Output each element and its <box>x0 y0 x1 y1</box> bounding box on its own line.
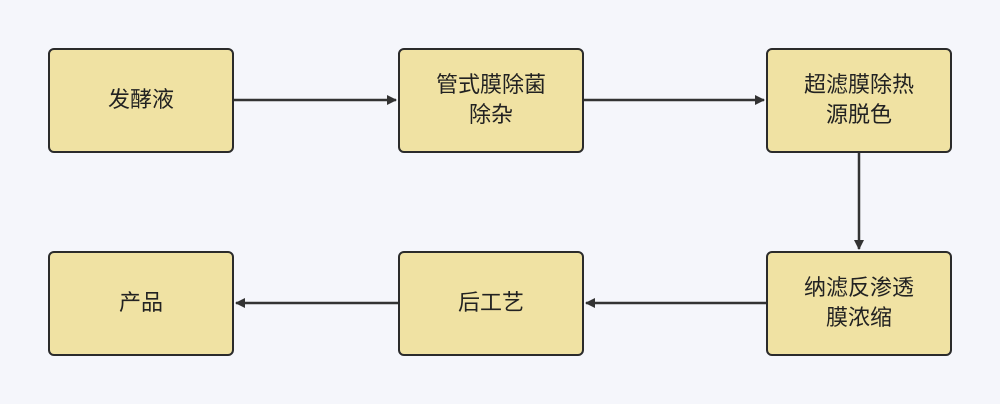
node-post-process: 后工艺 <box>398 251 584 356</box>
node-tubular-membrane-sterilization: 管式膜除菌 除杂 <box>398 48 584 153</box>
node-fermentation-broth: 发酵液 <box>48 48 234 153</box>
node-nanofiltration-ro-concentration: 纳滤反渗透 膜浓缩 <box>766 251 952 356</box>
node-product: 产品 <box>48 251 234 356</box>
node-ultrafiltration-depyrogenation: 超滤膜除热 源脱色 <box>766 48 952 153</box>
